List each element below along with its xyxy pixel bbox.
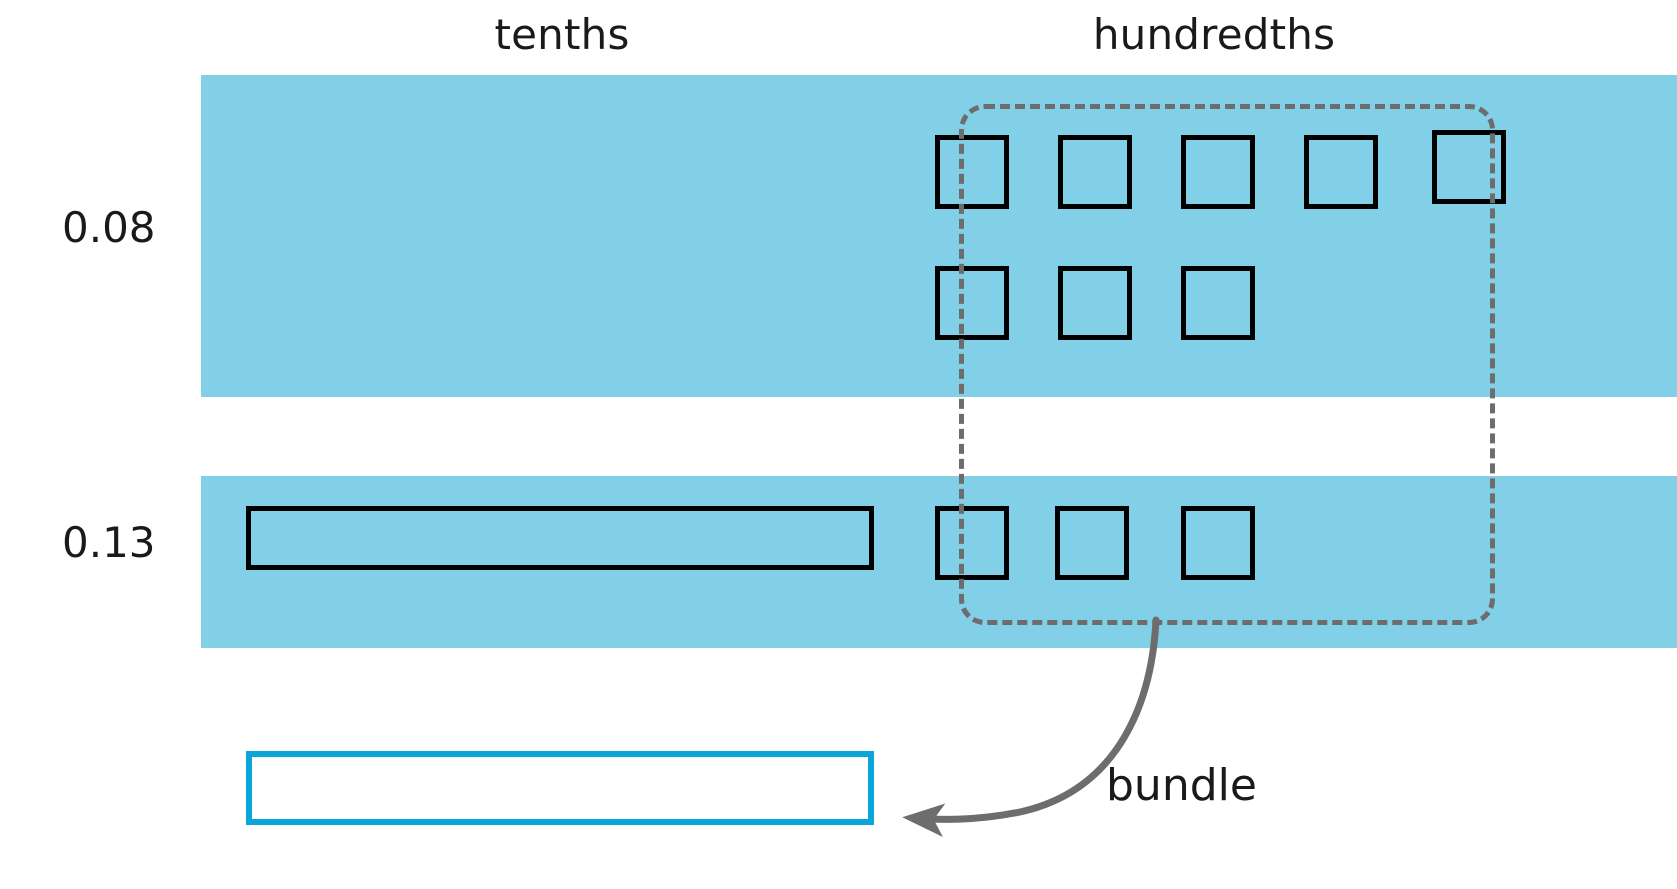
row-band-first bbox=[201, 75, 1677, 397]
hundredth-square bbox=[1055, 506, 1129, 580]
hundredth-square bbox=[1058, 266, 1132, 340]
row-label-second: 0.13 bbox=[62, 518, 156, 567]
hundredth-square bbox=[1181, 266, 1255, 340]
column-header-tenths: tenths bbox=[494, 10, 630, 59]
row-label-first: 0.08 bbox=[62, 203, 156, 252]
hundredth-square bbox=[1304, 135, 1378, 209]
hundredth-square bbox=[935, 135, 1009, 209]
hundredth-square bbox=[1058, 135, 1132, 209]
hundredth-square bbox=[1181, 506, 1255, 580]
hundredth-square bbox=[1432, 130, 1506, 204]
hundredth-square bbox=[935, 266, 1009, 340]
bundled-tenth-rod bbox=[246, 751, 874, 825]
hundredth-square bbox=[935, 506, 1009, 580]
hundredth-square bbox=[1181, 135, 1255, 209]
tenth-rod bbox=[246, 506, 874, 570]
bundle-caption-label: bundle bbox=[1106, 760, 1257, 811]
column-header-hundredths: hundredths bbox=[1092, 10, 1336, 59]
